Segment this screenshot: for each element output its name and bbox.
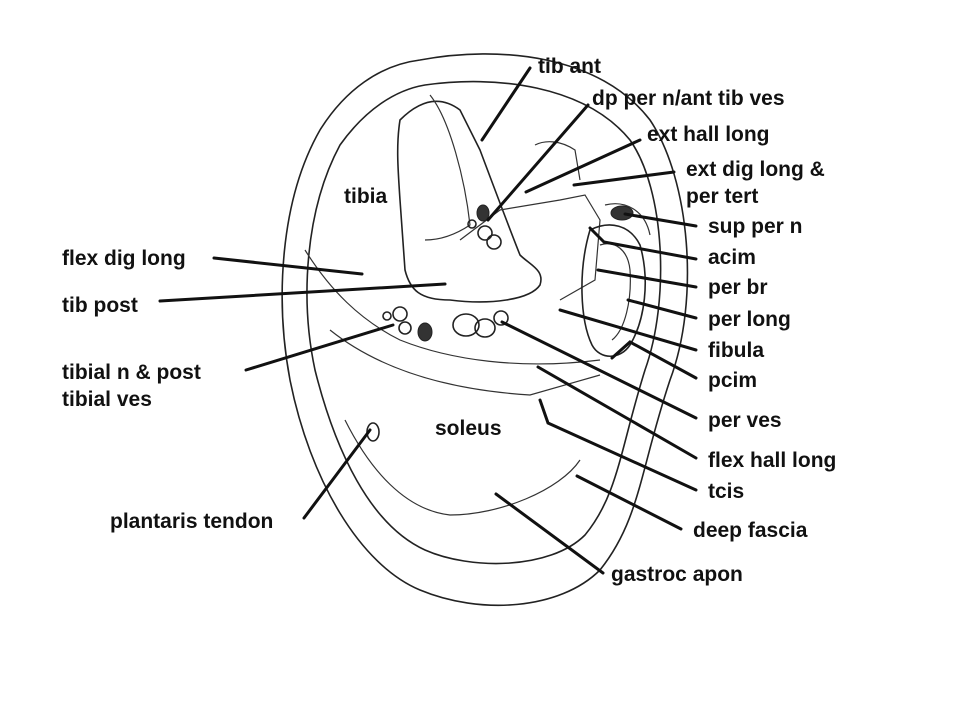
ant-compartment-top: [534, 141, 581, 181]
label-acim: acim: [708, 246, 756, 269]
soleus-label: soleus: [435, 417, 502, 440]
ant-tib-ves-3: [467, 219, 477, 229]
leader-per-long: [626, 298, 698, 320]
skin-outline: [281, 53, 689, 607]
leader-acim: [588, 226, 698, 261]
leader-gastroc-apon: [494, 492, 605, 575]
leader-flex-dig-long: [212, 256, 364, 276]
label-ext-hall-long: ext hall long: [647, 123, 770, 146]
label-sup-per-n: sup per n: [708, 215, 803, 238]
gastroc-apon-line: [344, 419, 581, 516]
label-deep-fascia: deep fascia: [693, 519, 808, 542]
leader-tibial-n: [244, 323, 395, 372]
label-tibial-n-2: tibial ves: [62, 388, 152, 411]
label-pcim: pcim: [708, 369, 757, 392]
leader-pcim: [610, 340, 698, 380]
ant-tib-ves-1: [477, 225, 493, 241]
fibula-bone: [581, 224, 646, 358]
leader-tib-ant: [480, 66, 532, 142]
label-dp-per-n: dp per n/ant tib ves: [592, 87, 785, 110]
leader-fibula: [558, 308, 698, 352]
tibia-marrow-line: [424, 94, 471, 241]
post-tib-ves-3: [382, 311, 392, 321]
label-tibial-n-1: tibial n & post: [62, 361, 201, 384]
leader-tcis: [538, 398, 698, 492]
deep-post-compartment: [304, 249, 601, 365]
deep-fascia-outline: [306, 80, 662, 565]
ant-tib-ves-2: [486, 234, 502, 250]
per-ves-2: [474, 318, 496, 338]
label-tib-post: tib post: [62, 294, 138, 317]
label-tcis: tcis: [708, 480, 744, 503]
label-fibula: fibula: [708, 339, 764, 362]
label-ext-dig-long-1: ext dig long &: [686, 158, 825, 181]
per-ves-3: [493, 310, 509, 326]
sup-per-n-oval: [610, 205, 634, 221]
tibia-label: tibia: [344, 185, 387, 208]
leader-ext-dig-long: [572, 170, 676, 187]
tibial-n-oval: [417, 322, 433, 342]
label-per-br: per br: [708, 276, 768, 299]
label-tib-ant: tib ant: [538, 55, 601, 78]
leader-tib-post: [158, 282, 447, 303]
anterior-compartment: [459, 194, 601, 301]
label-flex-dig-long: flex dig long: [62, 247, 186, 270]
label-ext-dig-long-2: per tert: [686, 185, 758, 208]
leader-ext-hall-long: [524, 138, 642, 194]
tcis-line: [329, 329, 601, 396]
leader-flex-hall-long: [536, 365, 698, 460]
leader-dp-per-n: [486, 103, 590, 222]
dp-per-n-oval: [476, 204, 490, 222]
leader-sup-per-n: [623, 212, 698, 228]
label-plantaris-tendon: plantaris tendon: [110, 510, 273, 533]
leader-plantaris: [302, 428, 372, 520]
leader-per-ves: [500, 320, 698, 420]
label-flex-hall-long: flex hall long: [708, 449, 836, 472]
label-gastroc-apon: gastroc apon: [611, 563, 743, 586]
lateral-compartment: [604, 203, 651, 236]
label-per-ves: per ves: [708, 409, 782, 432]
leader-deep-fascia: [575, 474, 683, 531]
tibia-bone: [396, 100, 542, 303]
post-tib-ves-2: [398, 321, 412, 335]
leader-per-br: [596, 268, 698, 289]
per-ves-1: [452, 313, 480, 337]
label-per-long: per long: [708, 308, 791, 331]
post-tib-ves-1: [392, 306, 408, 322]
